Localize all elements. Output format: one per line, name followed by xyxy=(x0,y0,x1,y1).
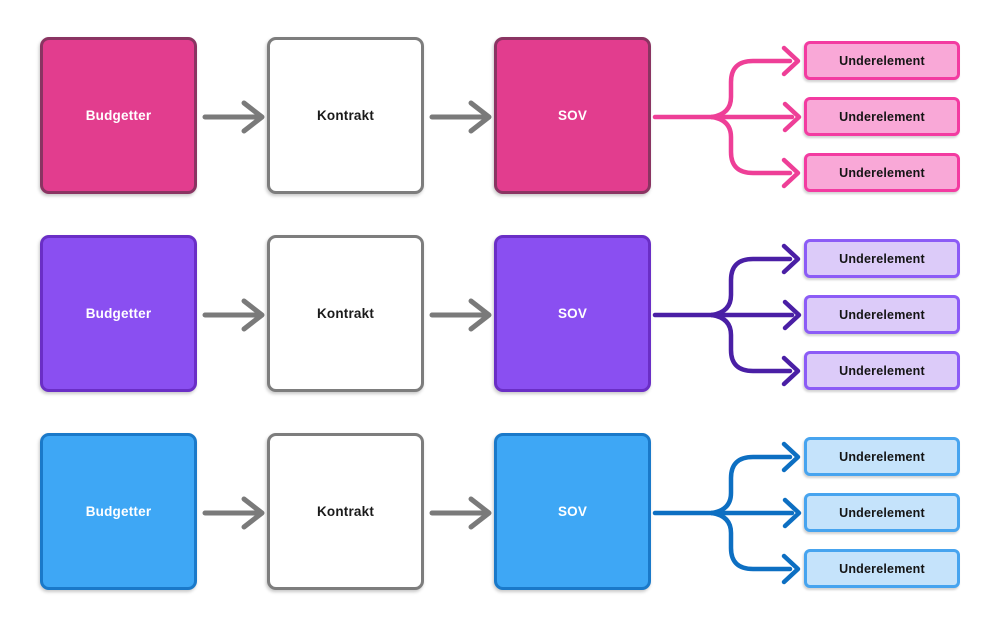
budgetter-box: Budgetter xyxy=(40,235,197,392)
kontrakt-box: Kontrakt xyxy=(267,235,424,392)
underelement-box: Underelement xyxy=(804,493,960,532)
sov-box: SOV xyxy=(494,37,651,194)
budgetter-label: Budgetter xyxy=(85,108,152,123)
underelement-box: Underelement xyxy=(804,97,960,136)
underelement-label: Underelement xyxy=(839,307,925,322)
underelement-label: Underelement xyxy=(839,449,925,464)
sov-label: SOV xyxy=(557,306,588,321)
budgetter-box: Budgetter xyxy=(40,37,197,194)
arrow-budgetter-to-kontrakt xyxy=(202,100,265,134)
flow-row-pink: Budgetter Kontrakt SOV Underelement Unde… xyxy=(0,37,1000,194)
underelement-box: Underelement xyxy=(804,351,960,390)
underelement-box: Underelement xyxy=(804,549,960,588)
budgetter-box: Budgetter xyxy=(40,433,197,590)
underelement-label: Underelement xyxy=(839,53,925,68)
branch-sov-to-underelements xyxy=(652,243,802,387)
flow-row-purple: Budgetter Kontrakt SOV Underelement Unde… xyxy=(0,235,1000,392)
underelement-box: Underelement xyxy=(804,295,960,334)
underelement-label: Underelement xyxy=(839,505,925,520)
sov-label: SOV xyxy=(557,504,588,519)
arrow-kontrakt-to-sov xyxy=(429,298,492,332)
kontrakt-label: Kontrakt xyxy=(316,306,375,321)
budgetter-label: Budgetter xyxy=(85,504,152,519)
underelement-label: Underelement xyxy=(839,363,925,378)
arrow-kontrakt-to-sov xyxy=(429,100,492,134)
kontrakt-box: Kontrakt xyxy=(267,433,424,590)
kontrakt-label: Kontrakt xyxy=(316,108,375,123)
underelement-label: Underelement xyxy=(839,251,925,266)
budgetter-label: Budgetter xyxy=(85,306,152,321)
arrow-kontrakt-to-sov xyxy=(429,496,492,530)
sov-label: SOV xyxy=(557,108,588,123)
underelement-box: Underelement xyxy=(804,153,960,192)
underelement-label: Underelement xyxy=(839,109,925,124)
flow-row-blue: Budgetter Kontrakt SOV Underelement Unde… xyxy=(0,433,1000,590)
underelement-box: Underelement xyxy=(804,41,960,80)
sov-box: SOV xyxy=(494,235,651,392)
arrow-budgetter-to-kontrakt xyxy=(202,496,265,530)
kontrakt-box: Kontrakt xyxy=(267,37,424,194)
underelement-box: Underelement xyxy=(804,239,960,278)
underelement-label: Underelement xyxy=(839,165,925,180)
arrow-budgetter-to-kontrakt xyxy=(202,298,265,332)
branch-sov-to-underelements xyxy=(652,441,802,585)
underelement-box: Underelement xyxy=(804,437,960,476)
underelement-label: Underelement xyxy=(839,561,925,576)
sov-box: SOV xyxy=(494,433,651,590)
branch-sov-to-underelements xyxy=(652,45,802,189)
kontrakt-label: Kontrakt xyxy=(316,504,375,519)
